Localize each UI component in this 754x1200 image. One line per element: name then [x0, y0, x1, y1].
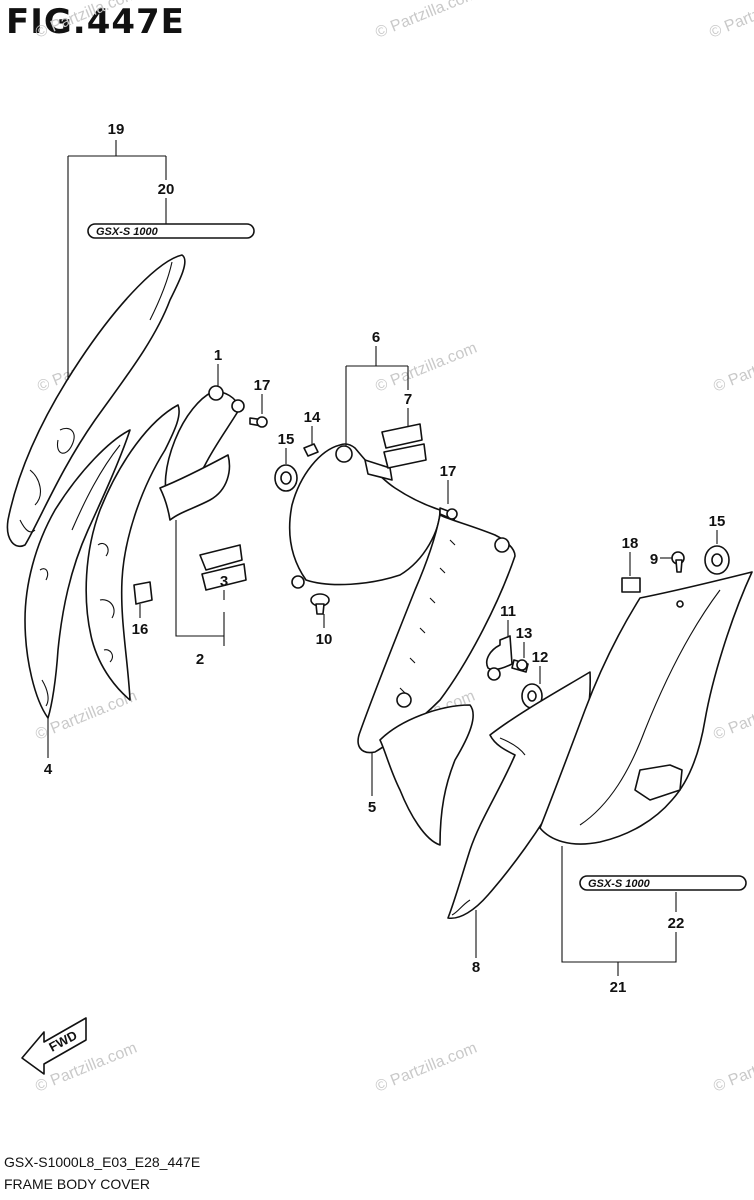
callout-14: 14 [304, 409, 321, 426]
watermark: © Partzilla.com [373, 1040, 479, 1096]
callout-8: 8 [472, 959, 480, 976]
part-7-emblem-s[interactable] [381, 423, 427, 469]
callout-12: 12 [532, 649, 549, 666]
emblem-text: GSX-S 1000 [588, 878, 651, 890]
watermark: © Partzilla.com [373, 340, 479, 396]
callout-9: 9 [650, 551, 658, 568]
part-11-bracket[interactable] [485, 635, 513, 681]
leader-lines [47, 140, 718, 976]
callout-15: 15 [278, 431, 295, 448]
part-18-nut[interactable] [621, 577, 641, 593]
callout-labels: 19 20 1 17 15 14 6 7 17 3 16 2 4 10 5 11… [44, 121, 726, 996]
callout-15: 15 [709, 513, 726, 530]
part-20-emblem-upper[interactable]: GSX-S 1000 [87, 223, 255, 239]
part-16-pad[interactable] [133, 581, 153, 605]
emblem-text: GSX-S 1000 [96, 226, 159, 238]
callout-11: 11 [500, 603, 516, 620]
callout-19: 19 [108, 121, 125, 138]
callout-4: 4 [44, 761, 53, 778]
part-2-inner-cover-left[interactable] [85, 404, 180, 701]
watermark: © Partzilla.com [707, 0, 754, 42]
part-5-center-panel[interactable] [357, 514, 516, 846]
part-3-emblem-s[interactable] [199, 544, 247, 591]
watermark: © Partzilla.com [711, 688, 754, 744]
callout-3: 3 [220, 573, 228, 590]
watermark: © Partzilla.com [711, 1040, 754, 1096]
callout-16: 16 [132, 621, 149, 638]
model-code: GSX-S1000L8_E03_E28_447E [4, 1154, 201, 1170]
part-15-grommet-right[interactable] [704, 545, 730, 575]
callout-17: 17 [254, 377, 271, 394]
callout-21: 21 [610, 979, 627, 996]
part-1-bracket-upper[interactable] [159, 385, 245, 521]
part-4-lower-cover-left[interactable] [24, 429, 131, 719]
callout-6: 6 [372, 329, 380, 346]
callout-22: 22 [668, 915, 685, 932]
part-13-screw[interactable] [511, 659, 529, 673]
part-15-grommet-left[interactable] [274, 464, 298, 492]
watermark: © Partzilla.com [711, 340, 754, 396]
figure-title: FIG.447E [6, 2, 185, 42]
callout-20: 20 [158, 181, 175, 198]
part-19-side-cover-left[interactable] [6, 254, 186, 547]
callout-7: 7 [404, 391, 412, 408]
part-10-bolt[interactable] [310, 593, 330, 615]
callout-1: 1 [214, 347, 222, 364]
section-name: FRAME BODY COVER [4, 1176, 150, 1192]
part-9-bolt[interactable] [671, 551, 685, 573]
part-17-screw-left[interactable] [249, 416, 268, 428]
callout-2: 2 [196, 651, 204, 668]
watermark: © Partzilla.com [33, 0, 139, 42]
callout-10: 10 [316, 631, 333, 648]
callout-5: 5 [368, 799, 376, 816]
callout-13: 13 [516, 625, 533, 642]
part-6-center-cover[interactable] [288, 443, 441, 589]
part-21-side-cover-right[interactable] [539, 571, 753, 845]
callout-17: 17 [440, 463, 457, 480]
part-14-clip[interactable] [303, 443, 319, 457]
callout-18: 18 [622, 535, 639, 552]
watermark: © Partzilla.com [373, 0, 479, 42]
part-22-emblem-lower[interactable]: GSX-S 1000 [579, 875, 747, 891]
